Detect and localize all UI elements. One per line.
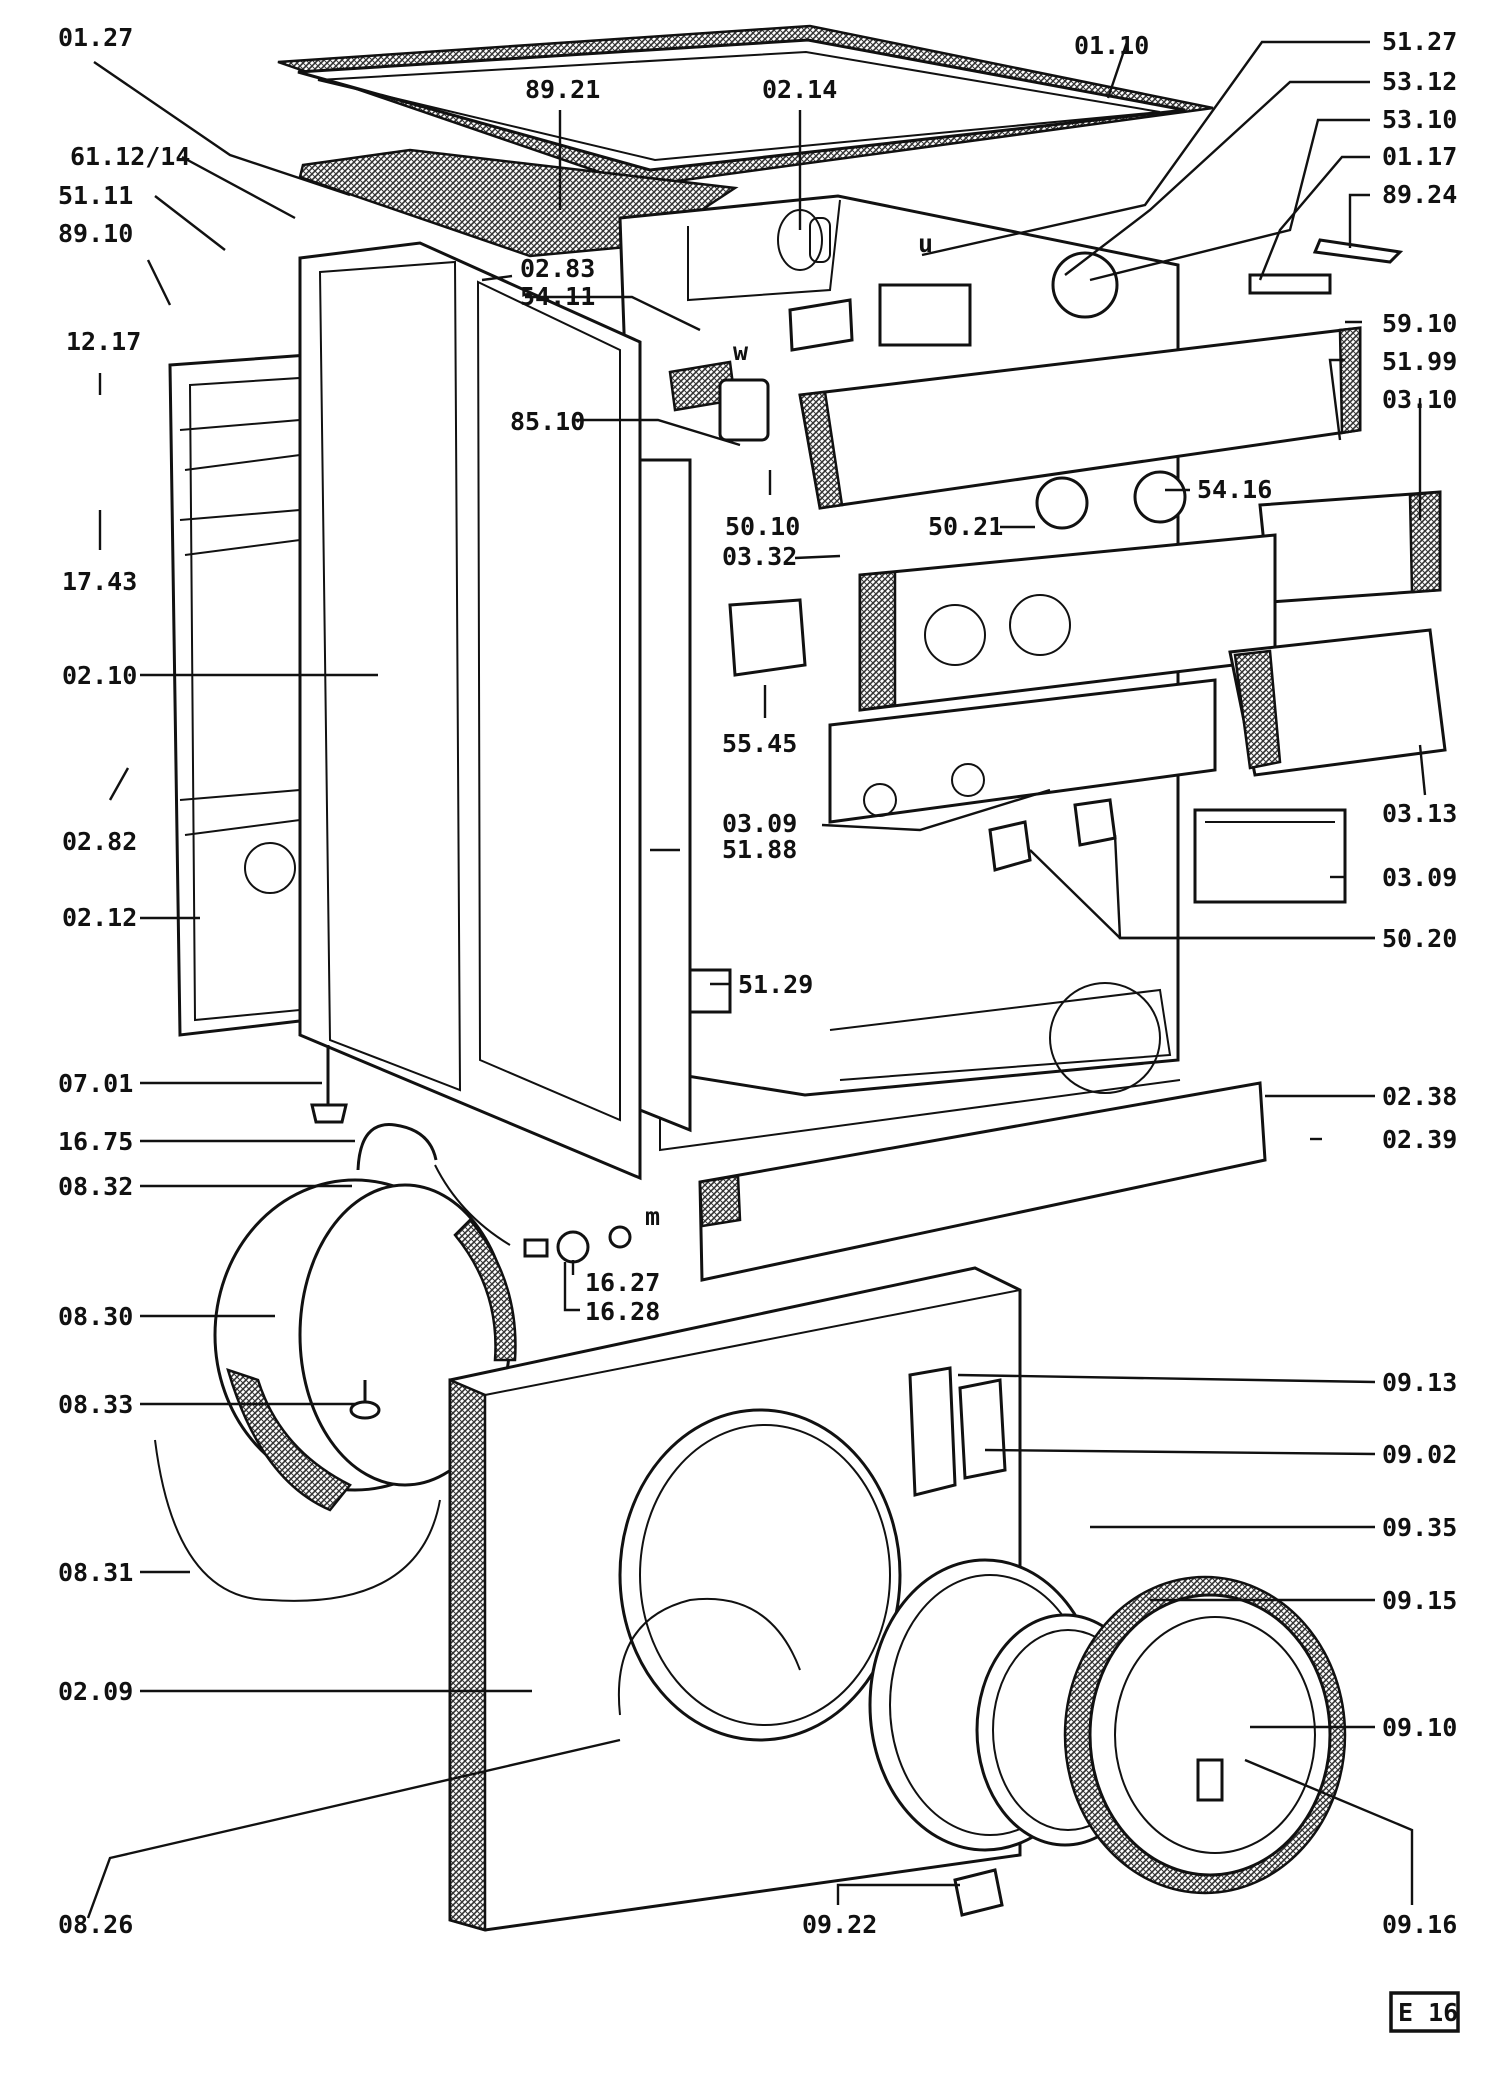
marker-m: m — [645, 1202, 660, 1231]
callout-09-02: 09.02 — [1382, 1440, 1457, 1469]
callout-07-01: 07.01 — [58, 1069, 133, 1098]
callout-51-11: 51.11 — [58, 181, 133, 210]
callout-09-10: 09.10 — [1382, 1713, 1457, 1742]
callout-03-10: 03.10 — [1382, 385, 1457, 414]
callout-08-26: 08.26 — [58, 1910, 133, 1939]
callout-89-21: 89.21 — [525, 75, 600, 104]
callout-02-14: 02.14 — [762, 75, 837, 104]
control-panel-assembly — [798, 326, 1447, 904]
callout-08-33: 08.33 — [58, 1390, 133, 1419]
callout-09-15: 09.15 — [1382, 1586, 1457, 1615]
parts-layer — [154, 24, 1447, 1932]
callout-51-29: 51.29 — [738, 970, 813, 999]
callout-08-31: 08.31 — [58, 1558, 133, 1587]
callout-50-10: 50.10 — [725, 512, 800, 541]
left-side-panel — [168, 353, 310, 1037]
callout-89-10: 89.10 — [58, 219, 133, 248]
callout-02-12: 02.12 — [62, 903, 137, 932]
hinge-cover-strip — [698, 1081, 1267, 1282]
callout-09-13: 09.13 — [1382, 1368, 1457, 1397]
callout-16-75: 16.75 — [58, 1127, 133, 1156]
callout-03-09-b: 03.09 — [1382, 863, 1457, 892]
callout-09-35: 09.35 — [1382, 1513, 1457, 1542]
top-lid — [277, 24, 1214, 188]
callout-03-32: 03.32 — [722, 542, 797, 571]
callout-09-16: 09.16 — [1382, 1910, 1457, 1939]
callout-01-10: 01.10 — [1074, 31, 1149, 60]
callout-01-27: 01.27 — [58, 23, 133, 52]
marker-u: u — [918, 229, 933, 258]
callout-01-17: 01.17 — [1382, 142, 1457, 171]
page-code-label: E 16 — [1398, 1998, 1458, 2027]
callout-54-16: 54.16 — [1197, 475, 1272, 504]
leader-lines — [86, 40, 1427, 1919]
callout-03-09-a: 03.09 — [722, 809, 797, 838]
marker-w: w — [733, 337, 749, 366]
callout-16-27: 16.27 — [585, 1268, 660, 1297]
callout-12-17: 12.17 — [66, 327, 141, 356]
callout-08-30: 08.30 — [58, 1302, 133, 1331]
callout-53-12: 53.12 — [1382, 67, 1457, 96]
callout-02-82: 02.82 — [62, 827, 137, 856]
callout-55-45: 55.45 — [722, 729, 797, 758]
callout-17-43: 17.43 — [62, 567, 137, 596]
callout-53-10: 53.10 — [1382, 105, 1457, 134]
callout-51-99: 51.99 — [1382, 347, 1457, 376]
callout-labels: 01.27 01.10 89.21 02.14 51.27 53.12 53.1… — [58, 23, 1457, 1939]
cabinet-front-panel — [298, 241, 642, 1181]
callout-89-24: 89.24 — [1382, 180, 1457, 209]
callout-16-28: 16.28 — [585, 1297, 660, 1326]
callout-61-12-14: 61.12/14 — [70, 142, 190, 171]
callout-02-09: 02.09 — [58, 1677, 133, 1706]
callout-59-10: 59.10 — [1382, 309, 1457, 338]
page-code: E 16 — [1389, 1991, 1460, 2033]
callout-54-11: 54.11 — [520, 282, 595, 311]
callout-02-39: 02.39 — [1382, 1125, 1457, 1154]
callout-50-21: 50.21 — [928, 512, 1003, 541]
front-panel — [448, 1266, 1022, 1932]
callout-50-20: 50.20 — [1382, 924, 1457, 953]
callout-51-27: 51.27 — [1382, 27, 1457, 56]
callout-02-10: 02.10 — [62, 661, 137, 690]
callout-02-83: 02.83 — [520, 254, 595, 283]
callout-08-32: 08.32 — [58, 1172, 133, 1201]
door-assembly — [868, 1558, 1347, 1917]
callout-51-88: 51.88 — [722, 835, 797, 864]
callout-02-38: 02.38 — [1382, 1082, 1457, 1111]
callout-85-10: 85.10 — [510, 407, 585, 436]
callout-09-22: 09.22 — [802, 1910, 877, 1939]
callout-03-13: 03.13 — [1382, 799, 1457, 828]
internal-components — [668, 238, 1404, 1094]
